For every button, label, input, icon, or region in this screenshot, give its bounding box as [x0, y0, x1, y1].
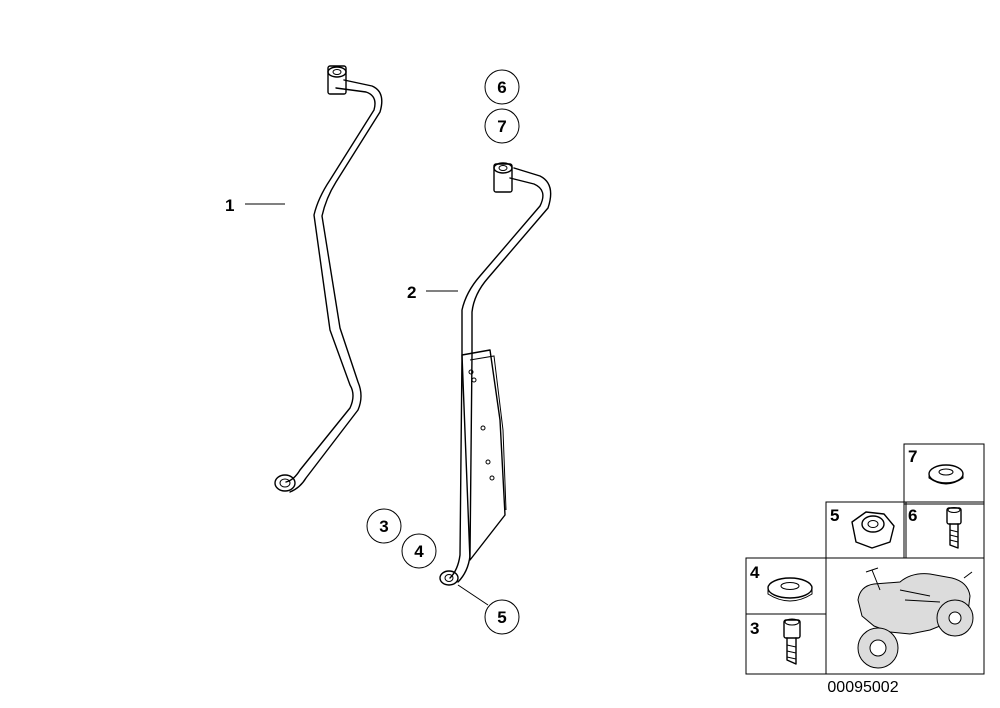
- callout-3: 3: [379, 517, 388, 536]
- parts-legend: 7 5 6 4 3: [745, 443, 985, 675]
- callout-circle-3: 3: [366, 508, 402, 544]
- washer-icon: [928, 464, 964, 485]
- diagram-number: 00095002: [827, 679, 898, 696]
- callout-7: 7: [497, 117, 506, 136]
- callout-circle-4: 4: [401, 533, 437, 569]
- leader-line-5: [457, 584, 489, 606]
- legend-label-6: 6: [908, 506, 917, 525]
- callout-4: 4: [414, 542, 424, 561]
- bracket-rod-2: [439, 162, 552, 586]
- nut-icon: [851, 511, 895, 549]
- callout-circle-7: 7: [484, 108, 520, 144]
- legend-label-7: 7: [908, 447, 917, 466]
- legend-label-4: 4: [750, 563, 760, 582]
- callout-6: 6: [497, 78, 506, 97]
- bracket-rod-1: [274, 65, 383, 493]
- motorcycle-icon: [857, 567, 974, 669]
- callout-circle-6: 6: [484, 69, 520, 105]
- legend-label-3: 3: [750, 619, 759, 638]
- callout-circle-5: 5: [484, 599, 520, 635]
- callout-1: 1: [225, 196, 234, 215]
- bolt-icon: [783, 618, 801, 665]
- legend-label-5: 5: [830, 506, 839, 525]
- callout-5: 5: [497, 608, 506, 627]
- callout-2: 2: [407, 283, 416, 302]
- flat-washer-icon: [767, 577, 813, 602]
- screw-icon: [946, 507, 962, 549]
